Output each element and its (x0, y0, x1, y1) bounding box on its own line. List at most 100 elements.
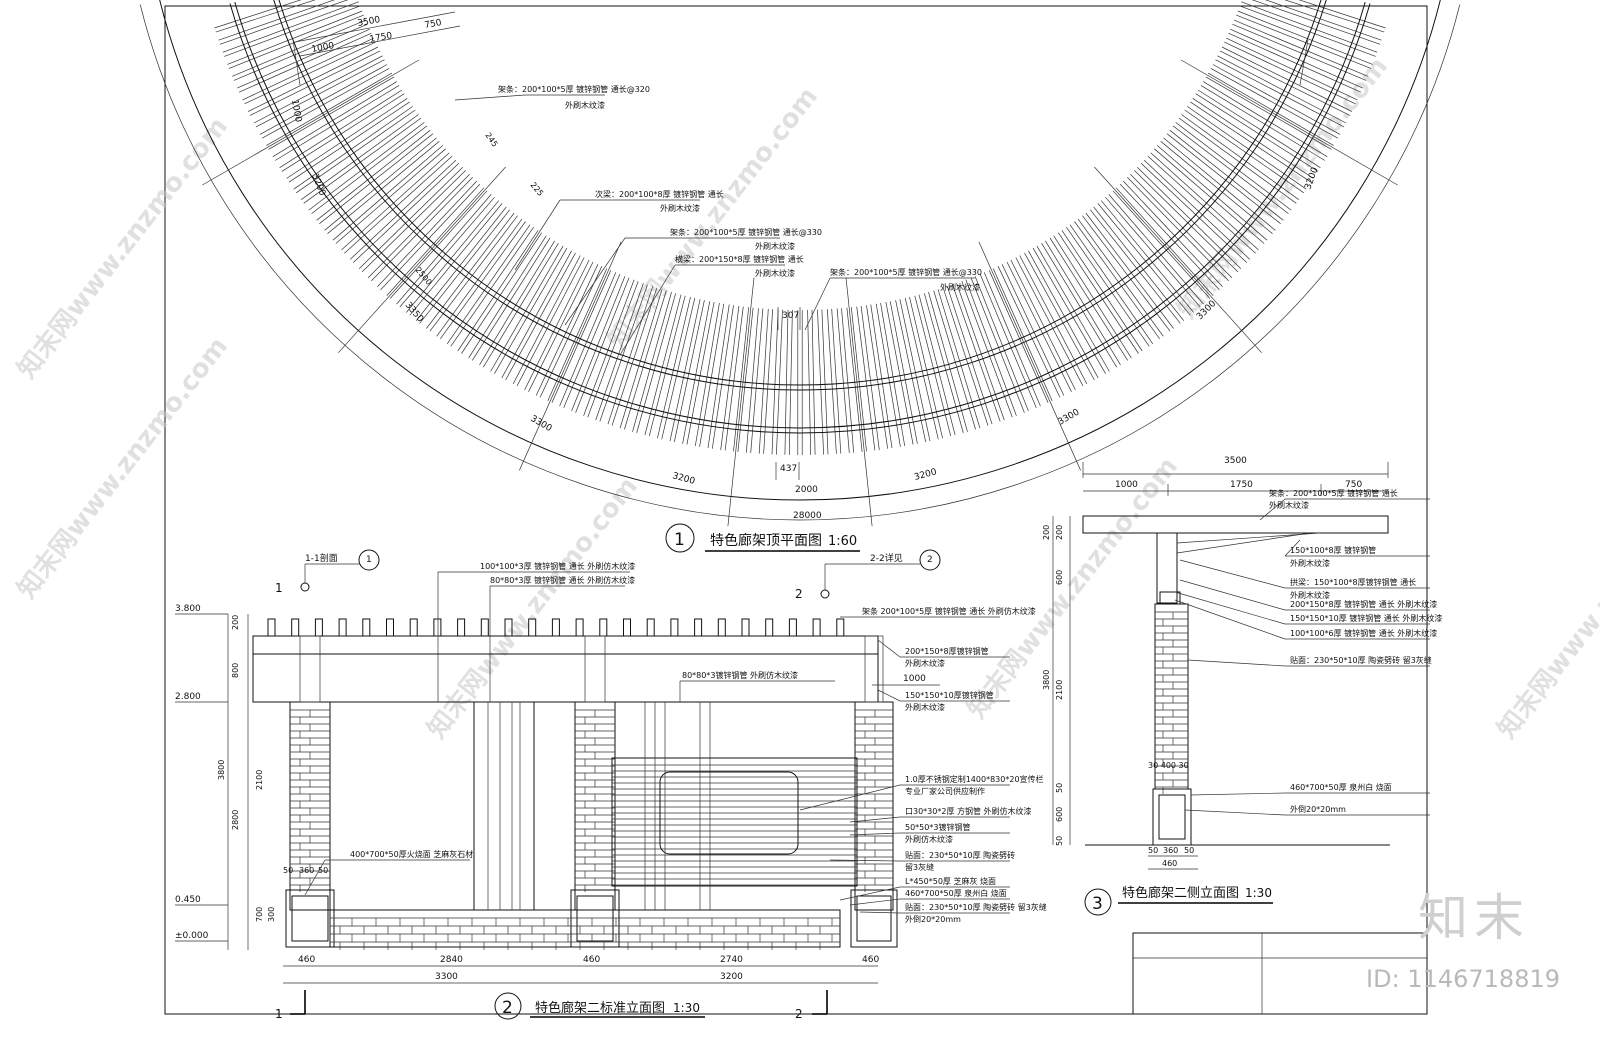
rafter-edge (274, 85, 400, 161)
col-dim-50b: 50 (318, 866, 328, 875)
rafter-edge (1036, 245, 1110, 372)
rafter-edge (707, 304, 730, 449)
rafter-edge (1130, 174, 1233, 279)
rafter-edge (1049, 237, 1128, 361)
rafter-edge (563, 273, 621, 408)
front-vdim-2800: 2800 (231, 810, 240, 830)
rafter-edge (1061, 230, 1143, 352)
side-note: 150*150*10厚 镀锌钢管 通长 外刷木纹漆 (1290, 613, 1442, 623)
rafter-edge (1112, 190, 1211, 299)
rafter-edge (599, 284, 648, 422)
plan-rafters (214, 0, 1386, 455)
rafter-edge (661, 298, 696, 440)
front-bdim-460a: 460 (298, 955, 315, 965)
rafter-edge (547, 268, 608, 402)
rafter-edge (386, 187, 485, 296)
rafter-edge (1169, 129, 1284, 221)
rafter-edge (1074, 221, 1160, 340)
rafter-edge (1045, 240, 1121, 366)
side-title: 特色廊架二侧立面图 (1122, 885, 1239, 901)
sheet-border (164, 5, 1428, 1015)
rafter-edge (1241, 1, 1378, 53)
rafter-edge (1001, 264, 1065, 396)
rafter-edge (341, 152, 450, 251)
note-leader (1179, 559, 1286, 589)
rafter-edge (450, 227, 534, 347)
plan-note-4: 横梁：200*150*8厚 镀锌钢管 通长 (675, 254, 804, 264)
rafter-edge (300, 114, 419, 200)
beam-arc (273, 0, 1327, 391)
dim-1750: 1750 (369, 31, 394, 45)
watermark: 知末网www.znzmo.com (1492, 472, 1600, 744)
plan-beam-arcs (139, 0, 1461, 527)
rafter-edge (1024, 252, 1095, 381)
rafter-edge (1101, 200, 1194, 313)
rafter-edge (327, 141, 440, 234)
rafter-edge (268, 76, 395, 150)
rafter-edge (253, 55, 383, 124)
side-vdim-600: 600 (1055, 570, 1064, 585)
rafter-stub (812, 618, 821, 637)
cut-1-top: 1 (275, 581, 283, 595)
rafter-edge (461, 232, 542, 354)
rafter-edge (222, 1, 359, 53)
note-leader (859, 911, 901, 914)
level-0450: 0.450 (175, 895, 201, 905)
rafter-stub (623, 618, 631, 637)
plan-note-1b: 外刷木纹漆 (565, 100, 605, 110)
rafter-edge (983, 272, 1041, 407)
front-title-number: 2 (502, 998, 513, 1018)
dim-750: 750 (424, 18, 443, 31)
front-note-mid: 80*80*3镀锌钢管 外刷仿木纹漆 (682, 670, 798, 680)
rafter-edge (1187, 106, 1307, 190)
note-leader (1259, 498, 1286, 521)
rafter-edge (303, 117, 422, 204)
grid-radial (727, 277, 755, 527)
rafter-edge (535, 264, 599, 396)
rafter-edge (1219, 50, 1351, 116)
rafter-edge (909, 297, 943, 439)
dim-1000: 1000 (311, 41, 336, 55)
dim-left-1000: 1000 (289, 99, 303, 124)
rafter-edge (636, 293, 677, 433)
side-dim-750: 750 (1345, 480, 1362, 490)
side-dim-1750: 1750 (1230, 480, 1253, 490)
rafter-edge (1203, 81, 1328, 157)
rafter-edge (899, 299, 931, 442)
front-right-note: 460*700*50厚 泉州白 烧面 (905, 888, 1007, 898)
rafter-edge (607, 286, 654, 425)
rafter-edge (595, 282, 644, 421)
rafter-stub (741, 618, 750, 637)
side-note: 外刷木纹漆 (1290, 558, 1330, 568)
front-right-note: 专业厂家公司供应制作 (905, 786, 985, 796)
side-scale: 1:30 (1245, 886, 1272, 900)
side-base-50a: 50 (1148, 846, 1158, 855)
note-leader (877, 689, 901, 702)
rafter-edge (587, 281, 639, 418)
brand-logo: 知末 (1418, 889, 1530, 947)
rafter-edge (1265, 0, 1382, 41)
watermark: 知末网www.znzmo.com (12, 332, 234, 604)
column-steel (299, 635, 321, 703)
rafter-edge (259, 64, 388, 135)
rafter-edge (1010, 259, 1076, 391)
note-leader (829, 859, 901, 862)
rafter-edge (1089, 209, 1181, 324)
rafter-edge (1069, 224, 1154, 344)
rafter-edge (988, 270, 1049, 403)
rafter-edge (946, 286, 993, 425)
front-right-notes: 200*150*8厚镀锌钢管外刷木纹漆150*150*10厚镀锌钢管外刷木纹漆1… (799, 639, 1047, 924)
side-dim-3500: 3500 (1224, 456, 1247, 466)
rafter-edge (1053, 235, 1132, 359)
note-leader (799, 784, 901, 811)
note-leader (1284, 539, 1301, 557)
note-leader (1174, 599, 1286, 640)
column-base-inner (576, 895, 614, 942)
rafter-edge (468, 235, 547, 359)
rafter-edge (406, 200, 499, 313)
grid-radial (338, 166, 506, 354)
plan-note-2: 次梁：200*100*8厚 镀锌钢管 通长 (595, 189, 724, 199)
side-vdim-200a: 200 (1042, 525, 1051, 540)
side-title-number: 3 (1092, 894, 1103, 914)
dim-437: 437 (780, 464, 797, 474)
